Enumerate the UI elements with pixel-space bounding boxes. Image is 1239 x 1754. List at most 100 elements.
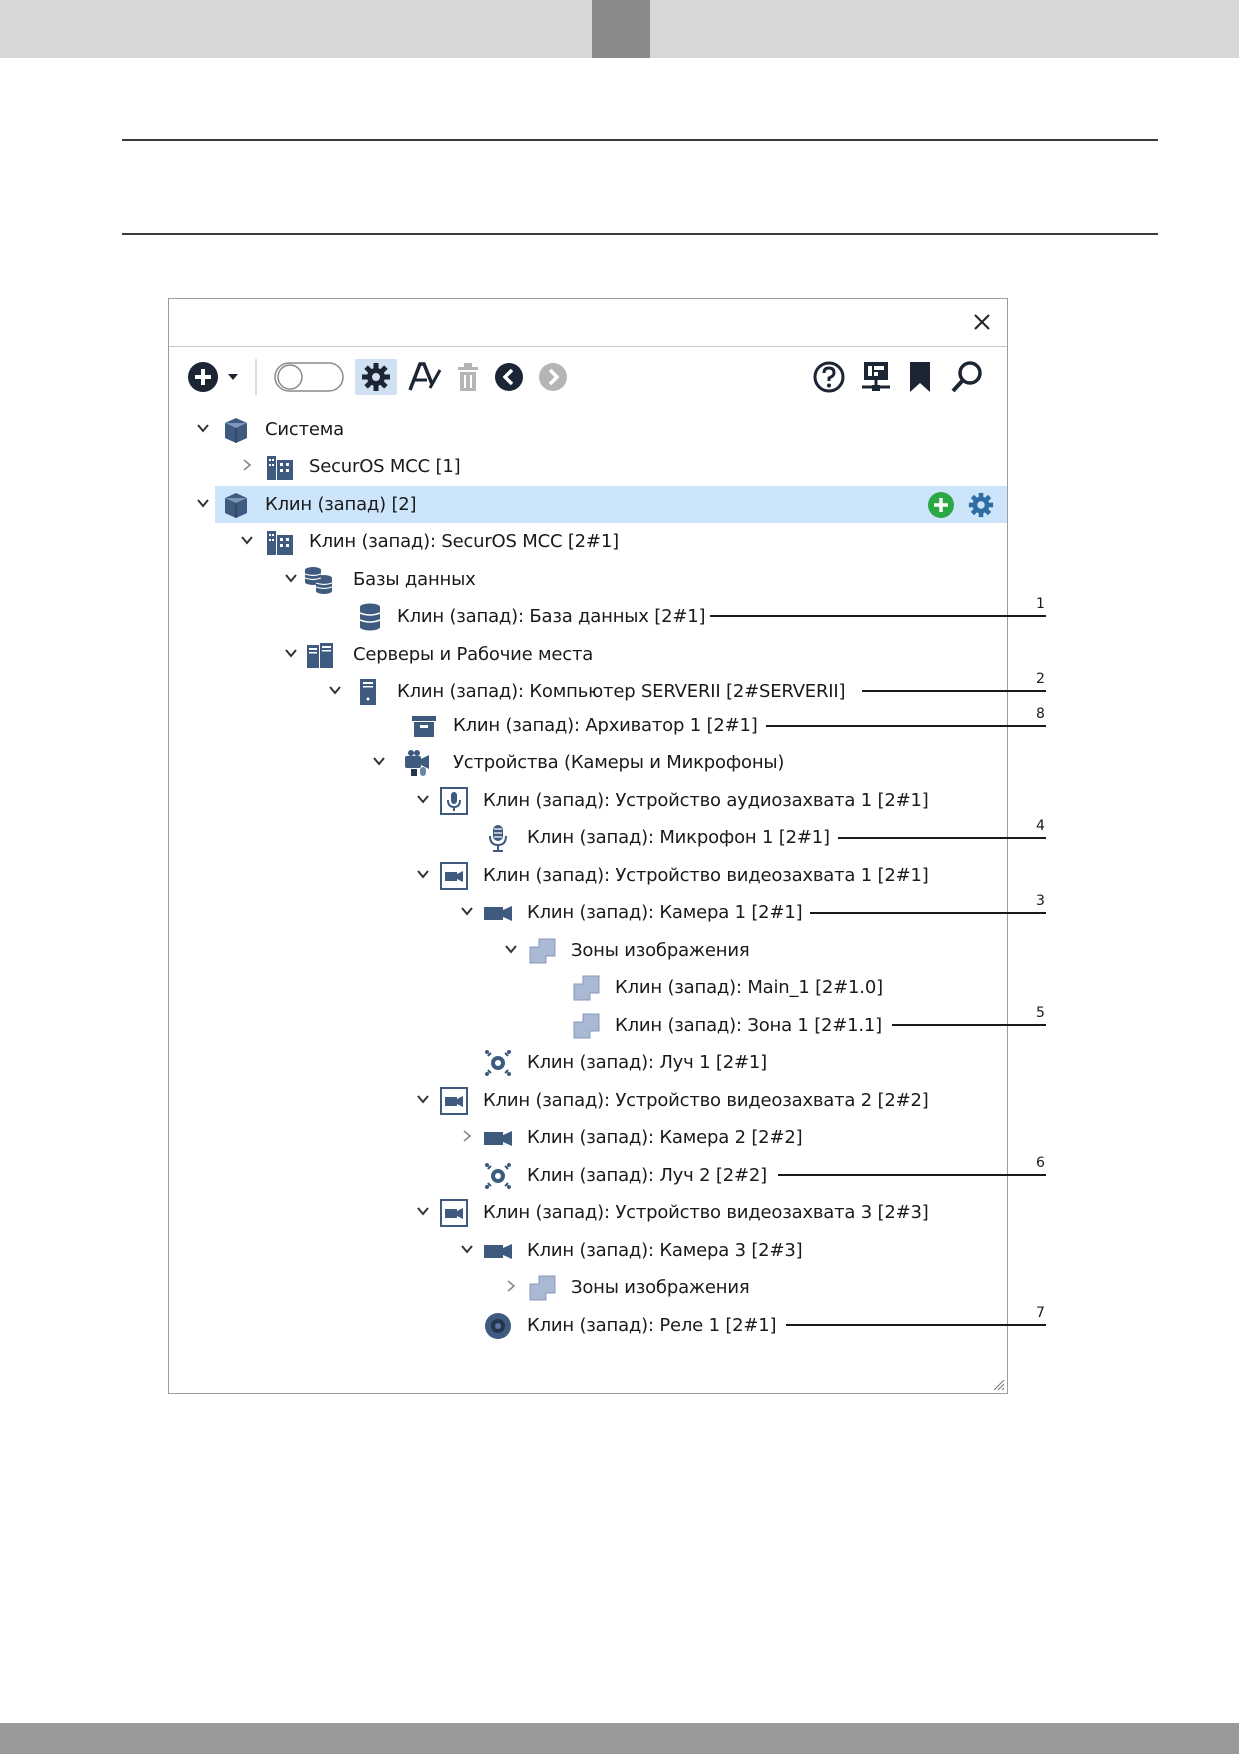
- tree-row-databases[interactable]: Базы данных: [169, 561, 1007, 598]
- audio-capture-icon: [439, 786, 469, 816]
- chevron-right-icon[interactable]: [459, 1128, 475, 1144]
- tree-row-label: SecurOS MCC [1]: [309, 456, 461, 477]
- rename-button[interactable]: [407, 359, 443, 395]
- chevron-right-icon[interactable]: [239, 457, 255, 473]
- tree-row-zone-main-1[interactable]: Клин (запад): Main_1 [2#1.0]: [169, 969, 1007, 1006]
- chevron-down-icon[interactable]: [283, 645, 299, 661]
- tree-row-label: Клин (запад): SecurOS MCC [2#1]: [309, 531, 619, 552]
- resize-grip-icon[interactable]: [991, 1377, 1005, 1391]
- tree-row-devices[interactable]: Устройства (Камеры и Микрофоны): [169, 744, 1007, 781]
- tree-row-image-zones-3[interactable]: Зоны изображения: [169, 1269, 1007, 1306]
- computer-icon: [353, 677, 383, 707]
- chevron-down-icon[interactable]: [459, 1241, 475, 1257]
- tree-row-klin-west-2[interactable]: Клин (запад) [2]: [197, 486, 1007, 523]
- image-zone-icon: [571, 1011, 601, 1041]
- tree-row-ray-2[interactable]: Клин (запад): Луч 2 [2#2]: [169, 1157, 1007, 1194]
- camera-icon: [483, 1123, 513, 1153]
- ray-icon: [483, 1161, 513, 1191]
- add-child-icon[interactable]: [927, 491, 955, 519]
- bookmark-button[interactable]: [905, 359, 935, 395]
- tree-row-label: Клин (запад): Зона 1 [2#1.1]: [615, 1015, 883, 1036]
- tree-row-database-2-1[interactable]: Клин (запад): База данных [2#1]: [169, 598, 1007, 635]
- tree-row-image-zones-1[interactable]: Зоны изображения: [169, 932, 1007, 969]
- tree-row-camera-2[interactable]: Клин (запад): Камера 2 [2#2]: [169, 1119, 1007, 1156]
- tree-row-securos-mcc-2-1[interactable]: Клин (запад): SecurOS MCC [2#1]: [169, 523, 1007, 560]
- tree-row-label: Клин (запад): Устройство видеозахвата 1 …: [483, 865, 929, 886]
- tree-row-video-capture-3[interactable]: Клин (запад): Устройство видеозахвата 3 …: [169, 1194, 1007, 1231]
- tree-row-servers-workplaces[interactable]: Серверы и Рабочие места: [169, 636, 1007, 673]
- tree-row-label: Клин (запад): Main_1 [2#1.0]: [615, 977, 883, 998]
- help-button[interactable]: [811, 359, 847, 395]
- tree-row-label: Клин (запад): База данных [2#1]: [397, 606, 706, 627]
- page-header-band: [0, 0, 1239, 58]
- toolbar: [169, 347, 1007, 407]
- close-icon[interactable]: [967, 307, 997, 337]
- tree-row-label: Клин (запад): Луч 1 [2#1]: [527, 1052, 767, 1073]
- page-footer-band: [0, 1723, 1239, 1754]
- cube-icon: [221, 415, 251, 445]
- settings-icon: [362, 363, 390, 391]
- tree-row-label: Клин (запад): Микрофон 1 [2#1]: [527, 827, 830, 848]
- callout-number: 2: [1036, 671, 1045, 687]
- settings-button[interactable]: [355, 359, 397, 395]
- devices-icon: [403, 748, 433, 778]
- tree-row-label: Базы данных: [353, 569, 476, 590]
- chevron-down-icon[interactable]: [503, 941, 519, 957]
- forward-button[interactable]: [535, 359, 571, 395]
- search-button[interactable]: [947, 359, 987, 395]
- chevron-down-icon[interactable]: [327, 682, 343, 698]
- chevron-down-icon[interactable]: [239, 532, 255, 548]
- tree-row-camera-1[interactable]: Клин (запад): Камера 1 [2#1]: [169, 894, 1007, 931]
- callout-number: 1: [1036, 596, 1045, 612]
- tree-row-computer-serverii[interactable]: Клин (запад): Компьютер SERVERII [2#SERV…: [169, 673, 1007, 710]
- network-button[interactable]: [857, 359, 895, 395]
- tree-row-audio-capture-1[interactable]: Клин (запад): Устройство аудиозахвата 1 …: [169, 782, 1007, 819]
- callout-number: 7: [1036, 1305, 1045, 1321]
- tree-row-camera-3[interactable]: Клин (запад): Камера 3 [2#3]: [169, 1232, 1007, 1269]
- search-icon: [951, 361, 982, 393]
- back-icon: [495, 363, 523, 391]
- callout-line: [778, 1174, 1046, 1176]
- server-building-icon: [265, 527, 295, 557]
- add-dropdown-button[interactable]: [225, 359, 241, 395]
- delete-button[interactable]: [453, 359, 483, 395]
- tree-row-label: Клин (запад): Луч 2 [2#2]: [527, 1165, 767, 1186]
- chevron-down-icon[interactable]: [371, 753, 387, 769]
- tree-row-label: Серверы и Рабочие места: [353, 644, 594, 665]
- chevron-right-icon[interactable]: [503, 1278, 519, 1294]
- chevron-down-icon[interactable]: [195, 495, 211, 511]
- tree-row-label: Клин (запад): Камера 3 [2#3]: [527, 1240, 803, 1261]
- tree-row-archiver-1[interactable]: Клин (запад): Архиватор 1 [2#1]: [169, 707, 1007, 744]
- back-button[interactable]: [491, 359, 527, 395]
- database-icon: [355, 602, 385, 632]
- bookmark-icon: [910, 362, 930, 392]
- tree-row-zone-1[interactable]: Клин (запад): Зона 1 [2#1.1]: [169, 1007, 1007, 1044]
- tree-row-securos-mcc-1[interactable]: SecurOS MCC [1]: [169, 448, 1007, 485]
- toolbar-separator: [255, 359, 257, 395]
- chevron-down-icon[interactable]: [415, 1091, 431, 1107]
- tree-row-video-capture-1[interactable]: Клин (запад): Устройство видеозахвата 1 …: [169, 857, 1007, 894]
- header-rule-bottom: [122, 233, 1158, 235]
- tree-row-system[interactable]: Система: [169, 411, 1007, 448]
- settings-icon[interactable]: [967, 491, 995, 519]
- tree-row-label: Клин (запад): Камера 2 [2#2]: [527, 1127, 803, 1148]
- dropdown-caret-icon: [228, 374, 238, 380]
- servers-icon: [305, 640, 335, 670]
- chevron-down-icon[interactable]: [283, 570, 299, 586]
- chevron-down-icon[interactable]: [415, 1203, 431, 1219]
- chevron-down-icon[interactable]: [195, 420, 211, 436]
- add-button[interactable]: [185, 359, 221, 395]
- chevron-down-icon[interactable]: [415, 791, 431, 807]
- tree-row-label: Клин (запад): Компьютер SERVERII [2#SERV…: [397, 681, 846, 702]
- chevron-down-icon[interactable]: [459, 903, 475, 919]
- camera-icon: [483, 898, 513, 928]
- tree-row-ray-1[interactable]: Клин (запад): Луч 1 [2#1]: [169, 1044, 1007, 1081]
- callout-line: [862, 690, 1046, 692]
- tree-row-relay-1[interactable]: Клин (запад): Реле 1 [2#1]: [169, 1307, 1007, 1344]
- video-capture-icon: [439, 1198, 469, 1228]
- tree-row-video-capture-2[interactable]: Клин (запад): Устройство видеозахвата 2 …: [169, 1082, 1007, 1119]
- network-icon: [862, 362, 890, 391]
- tree-row-microphone-1[interactable]: Клин (запад): Микрофон 1 [2#1]: [169, 819, 1007, 856]
- toggle-switch[interactable]: [273, 359, 345, 395]
- chevron-down-icon[interactable]: [415, 866, 431, 882]
